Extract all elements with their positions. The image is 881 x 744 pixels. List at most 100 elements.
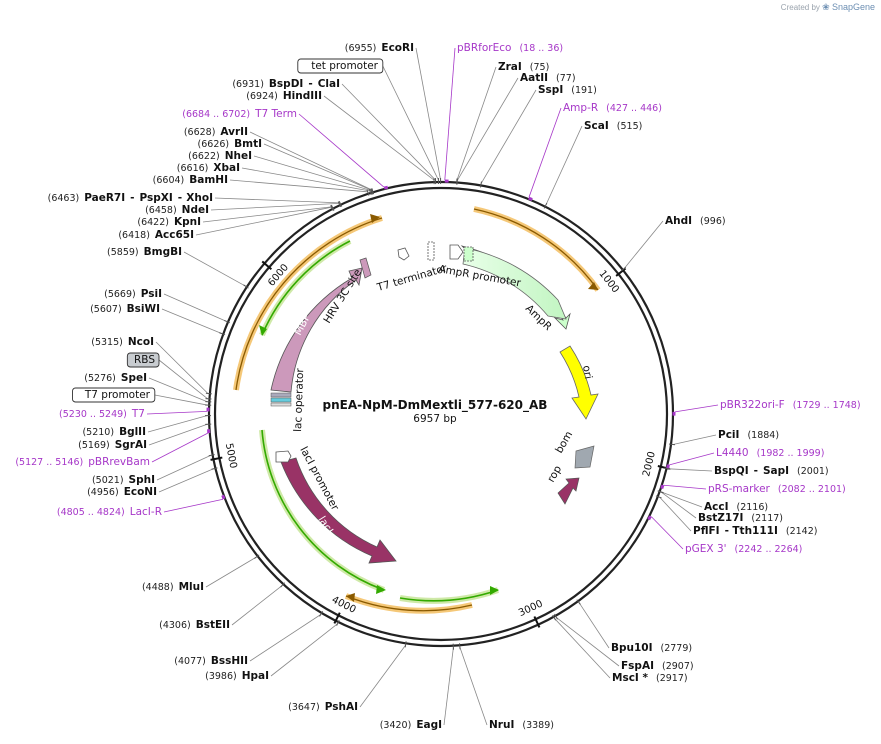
label-part: (75)	[530, 62, 550, 73]
label-text: (6418)Acc65I	[118, 229, 194, 241]
label-connector	[158, 359, 208, 400]
label-text: (5127 .. 5146)pBRrevBam	[15, 456, 150, 468]
cut-mark	[205, 392, 212, 395]
tick-3000	[533, 616, 541, 628]
site-bmti: (6626)BmtI	[198, 138, 374, 195]
site-bspqi: BspQI-SapI(2001)	[664, 465, 829, 477]
cut-mark	[554, 613, 558, 620]
label-connector	[444, 47, 456, 181]
label-text: (5607)BsiWI	[90, 303, 160, 315]
label-part: SpeI	[121, 372, 147, 384]
label-text: SspI(191)	[538, 84, 597, 96]
label-part: (2907)	[662, 661, 694, 672]
label-part: (5607)	[90, 304, 122, 315]
label-text: (5276)SpeI	[84, 372, 147, 384]
label-connector	[382, 65, 439, 181]
label-connector	[202, 206, 333, 223]
label-part: (2082 .. 2101)	[778, 484, 846, 495]
label-text: AatII(77)	[520, 72, 576, 84]
label-connector	[214, 197, 341, 204]
label-text: (6604)BamHI	[153, 174, 228, 186]
site-bamhi: (6604)BamHI	[153, 174, 370, 196]
cut-mark	[620, 266, 627, 272]
label-part: FspAI	[621, 660, 654, 672]
site-sgrai: (5169)SgrAI	[78, 423, 212, 451]
label-connector	[456, 77, 519, 181]
site-prs-marker: pRS-marker(2082 .. 2101)	[660, 483, 846, 495]
site-tet-promoter: tet promoter	[297, 58, 440, 185]
primer-mark	[383, 185, 389, 190]
cut-mark	[337, 201, 342, 208]
label-connector	[651, 516, 684, 550]
label-connector	[298, 113, 385, 188]
site-bsshii: (4077)BssHII	[174, 610, 324, 667]
label-connector	[241, 167, 371, 192]
label-part: -	[130, 192, 134, 204]
label-part: AhdI	[665, 215, 692, 227]
label-part: BmtI	[234, 138, 262, 150]
label-connector	[659, 496, 692, 532]
label-text: Amp-R(427 .. 446)	[563, 102, 662, 114]
plasmid-size: 6957 bp	[413, 413, 457, 425]
label-part: (4805 .. 4824)	[57, 507, 125, 518]
label-text: (5169)SgrAI	[78, 439, 147, 451]
site-amp-r: Amp-R(427 .. 446)	[528, 102, 662, 201]
label-part: Amp-R	[563, 102, 598, 114]
label-part: NcoI	[128, 336, 154, 348]
cut-mark	[543, 202, 548, 209]
orf-6	[345, 595, 473, 612]
cut-mark	[576, 599, 581, 605]
label-connector	[674, 404, 719, 413]
label-text: (4956)EcoNI	[87, 486, 157, 498]
label-connector	[156, 454, 211, 481]
label-text: (5021)SphI	[92, 474, 155, 486]
label-text: PflFI-Tth111I(2142)	[693, 525, 817, 537]
site-laci-r: (4805 .. 4824) LacI-R	[57, 494, 226, 518]
orf-3	[261, 240, 351, 336]
site-nhei: (6622)NheI	[188, 150, 373, 195]
label-connector	[147, 415, 208, 433]
label-part: Tth111I	[732, 525, 777, 537]
label-connector	[263, 143, 373, 191]
label-part: NheI	[225, 150, 252, 162]
site-nrui: NruI(3389)	[459, 643, 554, 731]
label-text: NruI(3389)	[489, 719, 554, 731]
site-ecori: (6955)EcoRI	[345, 42, 442, 185]
site-eagi: (3420)EagI	[380, 643, 454, 731]
site-hpai: (3986)HpaI	[205, 620, 340, 682]
label-part: (5859)	[107, 247, 139, 258]
label-part: EcoNI	[124, 486, 157, 498]
label-connector	[578, 602, 610, 649]
cut-mark	[254, 554, 260, 559]
site-paer7i: (6463)PaeR7I-PspXI-XhoI	[48, 192, 343, 207]
label-box	[126, 352, 160, 368]
label-part: (2917)	[656, 673, 688, 684]
site-fspai: FspAI (2907)	[554, 613, 694, 672]
label-part: tet promoter	[311, 60, 378, 72]
label-part: (6684 .. 6702)	[182, 109, 250, 120]
site-econi: (4956)EcoNI	[87, 467, 218, 498]
label-connector	[183, 251, 246, 287]
label-connector	[195, 206, 332, 236]
label-part: (2779)	[661, 643, 693, 654]
cut-mark	[243, 284, 249, 289]
orf-4-head	[376, 585, 386, 594]
site-scai: ScaI(515)	[543, 120, 642, 209]
label-part: LacI-R	[130, 506, 162, 518]
label-part: (3647)	[288, 702, 320, 713]
label-part: pBRforEco	[457, 42, 511, 54]
label-part: (4488)	[142, 582, 174, 593]
label-text: (4077)BssHII	[174, 655, 248, 667]
label-text: L4440(1982 .. 1999)	[716, 447, 824, 459]
label-text: ScaI(515)	[584, 120, 642, 132]
site-pflfi: PflFI-Tth111I(2142)	[655, 495, 817, 537]
label-part: NruI	[489, 719, 514, 731]
label-text: (6626)BmtI	[198, 138, 262, 150]
label-connector	[359, 645, 406, 708]
label-connector	[554, 618, 611, 679]
label-part: ZraI	[498, 61, 522, 73]
site-pshai: (3647)PshAI	[288, 641, 407, 713]
orf-2	[235, 217, 383, 391]
label-connector	[323, 95, 435, 181]
